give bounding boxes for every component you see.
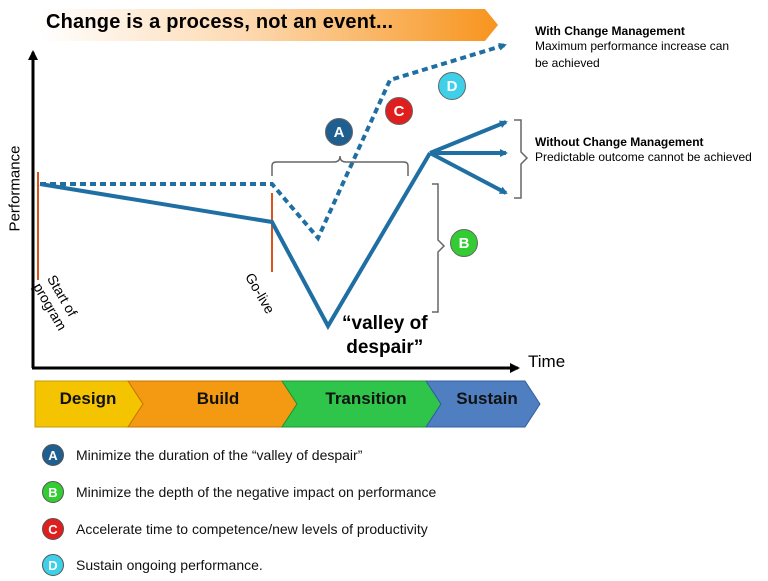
without-cm-annotation: Without Change Management Predictable ou… <box>535 135 752 166</box>
title-banner-arrow <box>40 9 498 41</box>
marker-d: D <box>438 72 466 100</box>
with-cm-line1: Maximum performance increase can <box>535 39 730 53</box>
phase-design: Design <box>59 389 117 408</box>
legend-text-d: Sustain ongoing performance. <box>76 557 263 573</box>
legend-badge-d: D <box>42 554 64 576</box>
marker-b: B <box>450 229 478 257</box>
legend-badge-b: B <box>42 481 64 503</box>
legend-item-a: A Minimize the duration of the “valley o… <box>42 442 362 468</box>
marker-a: A <box>325 118 353 146</box>
legend-item-d: D Sustain ongoing performance. <box>42 552 263 578</box>
phase-bar-sustain <box>425 380 541 428</box>
with-cm-curve <box>40 42 507 242</box>
y-axis-label: Performance <box>6 145 24 232</box>
phase-transition: Transition <box>325 389 407 408</box>
diagram-title: Change is a process, not an event... <box>46 11 394 33</box>
without-cm-text: Predictable outcome cannot be achieved <box>535 150 752 164</box>
with-cm-annotation: With Change Management Maximum performan… <box>535 24 729 72</box>
legend-item-b: B Minimize the depth of the negative imp… <box>42 479 436 505</box>
marker-c: C <box>385 97 413 125</box>
without-cm-heading: Without Change Management <box>535 135 704 149</box>
legend-text-b: Minimize the depth of the negative impac… <box>76 484 437 500</box>
brace-b <box>432 183 446 313</box>
valley-of-despair-label: “valley of despair” <box>342 313 428 358</box>
x-axis-label: Time <box>528 352 566 371</box>
phase-build: Build <box>196 389 240 408</box>
with-cm-line2: be achieved <box>535 56 600 70</box>
without-cm-curve <box>39 151 432 331</box>
brace-a <box>271 155 409 176</box>
outcome-arrow-down <box>429 151 508 195</box>
brace-outcomes <box>514 119 529 199</box>
legend-text-c: Accelerate time to competence/new levels… <box>76 521 428 537</box>
legend-item-c: C Accelerate time to competence/new leve… <box>42 516 428 542</box>
legend-badge-a: A <box>42 444 64 466</box>
with-cm-heading: With Change Management <box>535 24 685 38</box>
legend-text-a: Minimize the duration of the “valley of … <box>76 447 363 463</box>
phase-sustain: Sustain <box>456 389 518 408</box>
legend-badge-c: C <box>42 518 64 540</box>
outcome-arrow-up <box>429 120 508 155</box>
